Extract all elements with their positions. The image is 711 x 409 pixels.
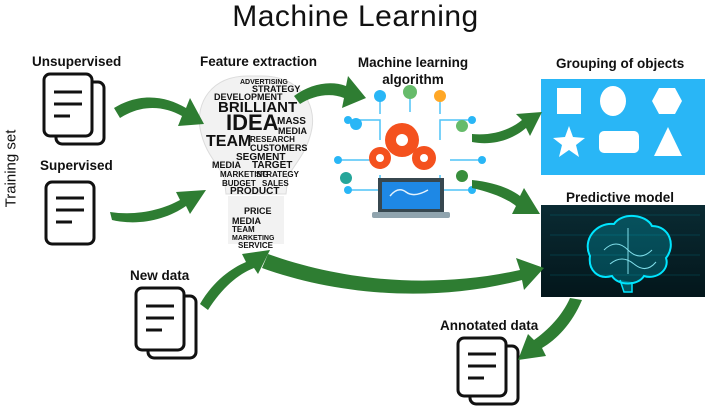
svg-text:BRILLIANT: BRILLIANT	[218, 99, 297, 116]
svg-text:MARKETING: MARKETING	[232, 235, 275, 242]
arrow-algorithm-to-predictive	[472, 180, 540, 214]
svg-text:BUDGET: BUDGET	[222, 179, 256, 188]
svg-text:CUSTOMERS: CUSTOMERS	[250, 143, 307, 153]
annotated-data-label: Annotated data	[440, 318, 539, 333]
svg-text:MEDIA: MEDIA	[278, 126, 308, 136]
svg-text:SALES: SALES	[262, 179, 289, 188]
idea-bulb-wordcloud: ADVERTISING STRATEGY DEVELOPMENT BRILLIA…	[198, 75, 314, 250]
svg-text:TEAM: TEAM	[206, 133, 251, 150]
annotated-data-document-icon	[456, 336, 520, 406]
svg-text:STRATEGY: STRATEGY	[252, 84, 300, 94]
svg-text:ADVERTISING: ADVERTISING	[240, 79, 288, 86]
new-data-document-icon	[134, 286, 198, 360]
svg-text:IDEA: IDEA	[226, 110, 279, 135]
svg-text:MEDIA: MEDIA	[212, 160, 242, 170]
ml-algorithm-illustration	[334, 85, 486, 218]
svg-text:STRATEGY: STRATEGY	[256, 170, 300, 179]
svg-text:SERVICE: SERVICE	[238, 241, 274, 250]
grouping-of-objects-panel	[541, 79, 705, 175]
grouping-label: Grouping of objects	[556, 56, 685, 71]
feature-extraction-label: Feature extraction	[200, 54, 318, 69]
supervised-document-icon	[44, 180, 96, 246]
svg-text:RESEARCH: RESEARCH	[250, 135, 295, 144]
arrow-algorithm-to-grouping	[472, 112, 542, 144]
predictive-model-panel	[541, 205, 705, 297]
arrow-newdata-to-features	[200, 250, 270, 310]
unsupervised-document-icon	[42, 72, 106, 146]
ml-algorithm-label: Machine learning algorithm	[357, 55, 469, 87]
arrow-unsupervised-to-features	[114, 97, 204, 126]
svg-text:SEGMENT: SEGMENT	[236, 152, 285, 163]
arrow-features-to-algorithm	[294, 76, 366, 108]
svg-text:TEAM: TEAM	[232, 225, 255, 234]
svg-text:TARGET: TARGET	[252, 160, 292, 171]
svg-text:PRICE: PRICE	[244, 206, 272, 216]
flow-arrows	[110, 76, 582, 360]
diagram-title: Machine Learning	[232, 0, 479, 33]
unsupervised-label: Unsupervised	[32, 54, 122, 69]
arrow-features-to-predictive	[262, 254, 544, 294]
svg-text:MASS: MASS	[277, 116, 306, 127]
svg-text:DEVELOPMENT: DEVELOPMENT	[214, 92, 283, 102]
supervised-label: Supervised	[40, 158, 113, 173]
svg-text:MARKETING: MARKETING	[220, 170, 268, 179]
new-data-label: New data	[130, 268, 190, 283]
svg-text:MEDIA: MEDIA	[232, 216, 262, 226]
arrow-predictive-to-annotated	[518, 298, 582, 360]
predictive-model-label: Predictive model	[566, 190, 675, 205]
svg-text:PRODUCT: PRODUCT	[230, 186, 279, 197]
arrow-supervised-to-features	[110, 190, 206, 223]
